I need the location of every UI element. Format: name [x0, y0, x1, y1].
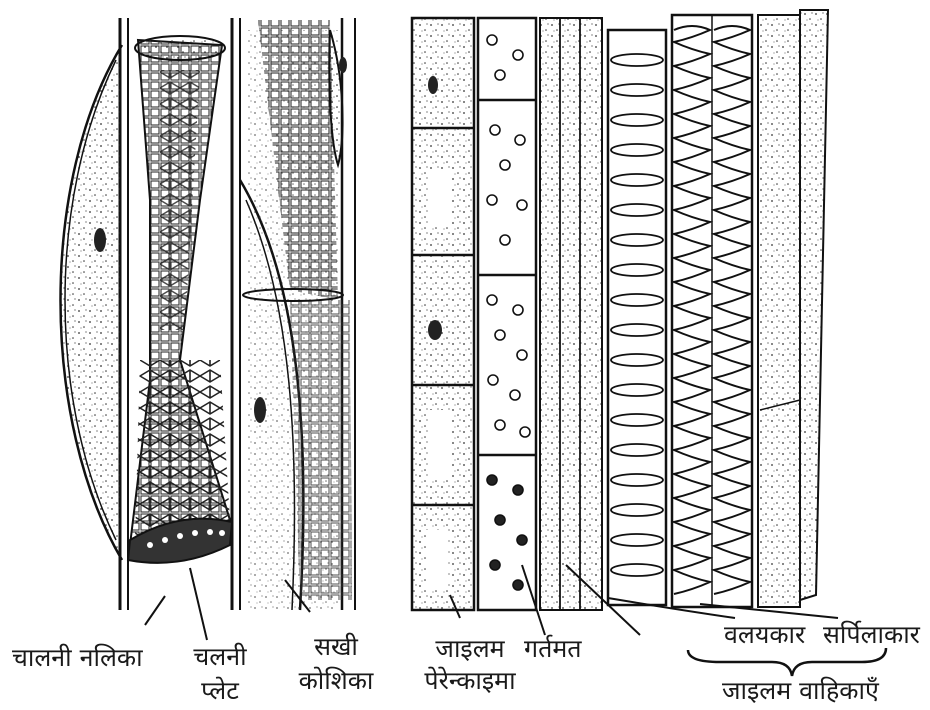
label-sieve-tube: चालनी नलिका	[12, 643, 143, 673]
xylem-group	[412, 10, 828, 610]
label-sieve-plate-line2: प्लेट	[180, 676, 260, 706]
label-annular: वलयकार	[724, 620, 805, 650]
xylem-vessels-brace	[688, 648, 886, 676]
label-xylem-parenchyma-line1: जाइलम	[415, 634, 525, 664]
label-sieve-plate-line1: चलनी	[180, 642, 260, 672]
leader-sieve-tube	[145, 596, 165, 625]
sieve-plate-top	[135, 36, 225, 60]
label-xylem-parenchyma-line2: पेरेन्काइमा	[410, 666, 530, 696]
label-xylem-vessels: जाइलम वाहिकाएँ	[722, 676, 879, 706]
label-companion-line1: सखी	[290, 632, 382, 662]
label-pitted: गर्तमत	[524, 634, 582, 664]
label-spiral: सर्पिलाकार	[823, 620, 920, 650]
leader-sieve-plate	[190, 568, 207, 640]
phloem-group	[61, 18, 356, 610]
label-companion-line2: कोशिका	[290, 666, 382, 696]
